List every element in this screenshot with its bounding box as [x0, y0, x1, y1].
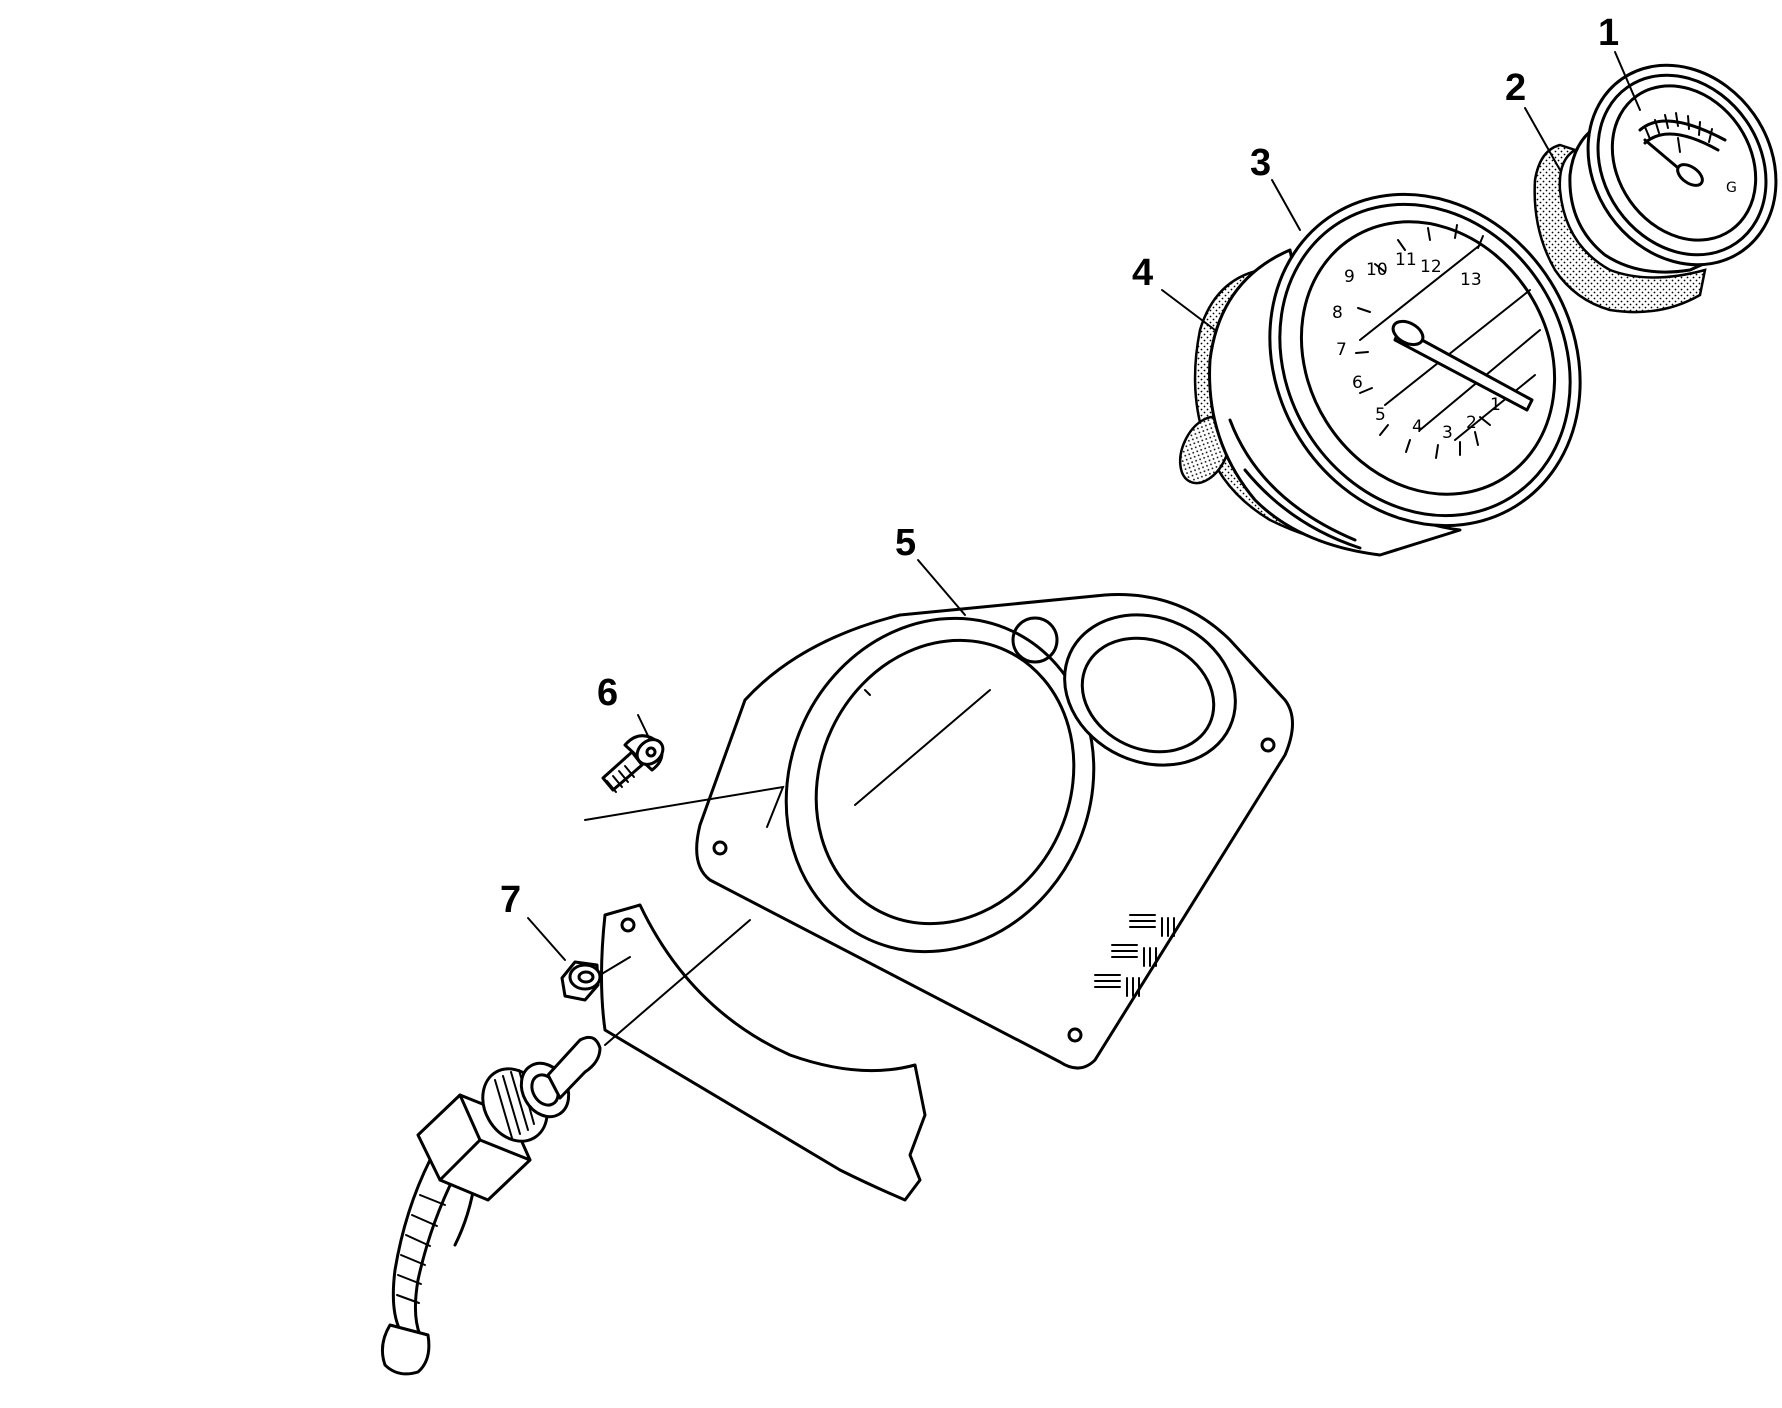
gauge-symbol: G: [1726, 180, 1737, 196]
screw: [584, 734, 785, 828]
callout-5: 5: [895, 522, 916, 564]
leader-lines: [527, 51, 1641, 961]
tacho-num-12: 12: [1420, 257, 1442, 277]
label-hatching: [1094, 914, 1175, 997]
tacho-num-1: 1: [1490, 395, 1501, 415]
nut: [560, 956, 631, 1002]
tacho-num-10: 10: [1366, 260, 1388, 280]
auxiliary-gauge: G: [1568, 63, 1778, 274]
tacho-num-3: 3: [1442, 423, 1453, 443]
callout-2: 2: [1505, 67, 1526, 109]
callout-3: 3: [1250, 142, 1271, 184]
toggle-switch: [380, 919, 751, 1376]
callout-7: 7: [500, 879, 521, 921]
tacho-num-4: 4: [1412, 417, 1423, 437]
tacho-num-9: 9: [1344, 267, 1355, 287]
gauge-grommet: [1533, 143, 1707, 314]
tacho-num-11: 11: [1395, 250, 1417, 270]
callout-4: 4: [1132, 252, 1153, 294]
tacho-num-6: 6: [1352, 373, 1363, 393]
tachometer: 1 2 3 4 5 6 7 8 9 10 11 12 13: [1208, 192, 1582, 557]
tacho-num-2: 2: [1466, 413, 1477, 433]
tachometer-needle: [1391, 319, 1534, 412]
tacho-num-8: 8: [1332, 303, 1343, 323]
callout-6: 6: [597, 672, 618, 714]
tacho-num-13: 13: [1460, 270, 1482, 290]
tacho-num-5: 5: [1375, 405, 1386, 425]
tacho-num-7: 7: [1336, 340, 1347, 360]
instrument-housing: [600, 593, 1294, 1202]
callout-1: 1: [1598, 12, 1619, 54]
